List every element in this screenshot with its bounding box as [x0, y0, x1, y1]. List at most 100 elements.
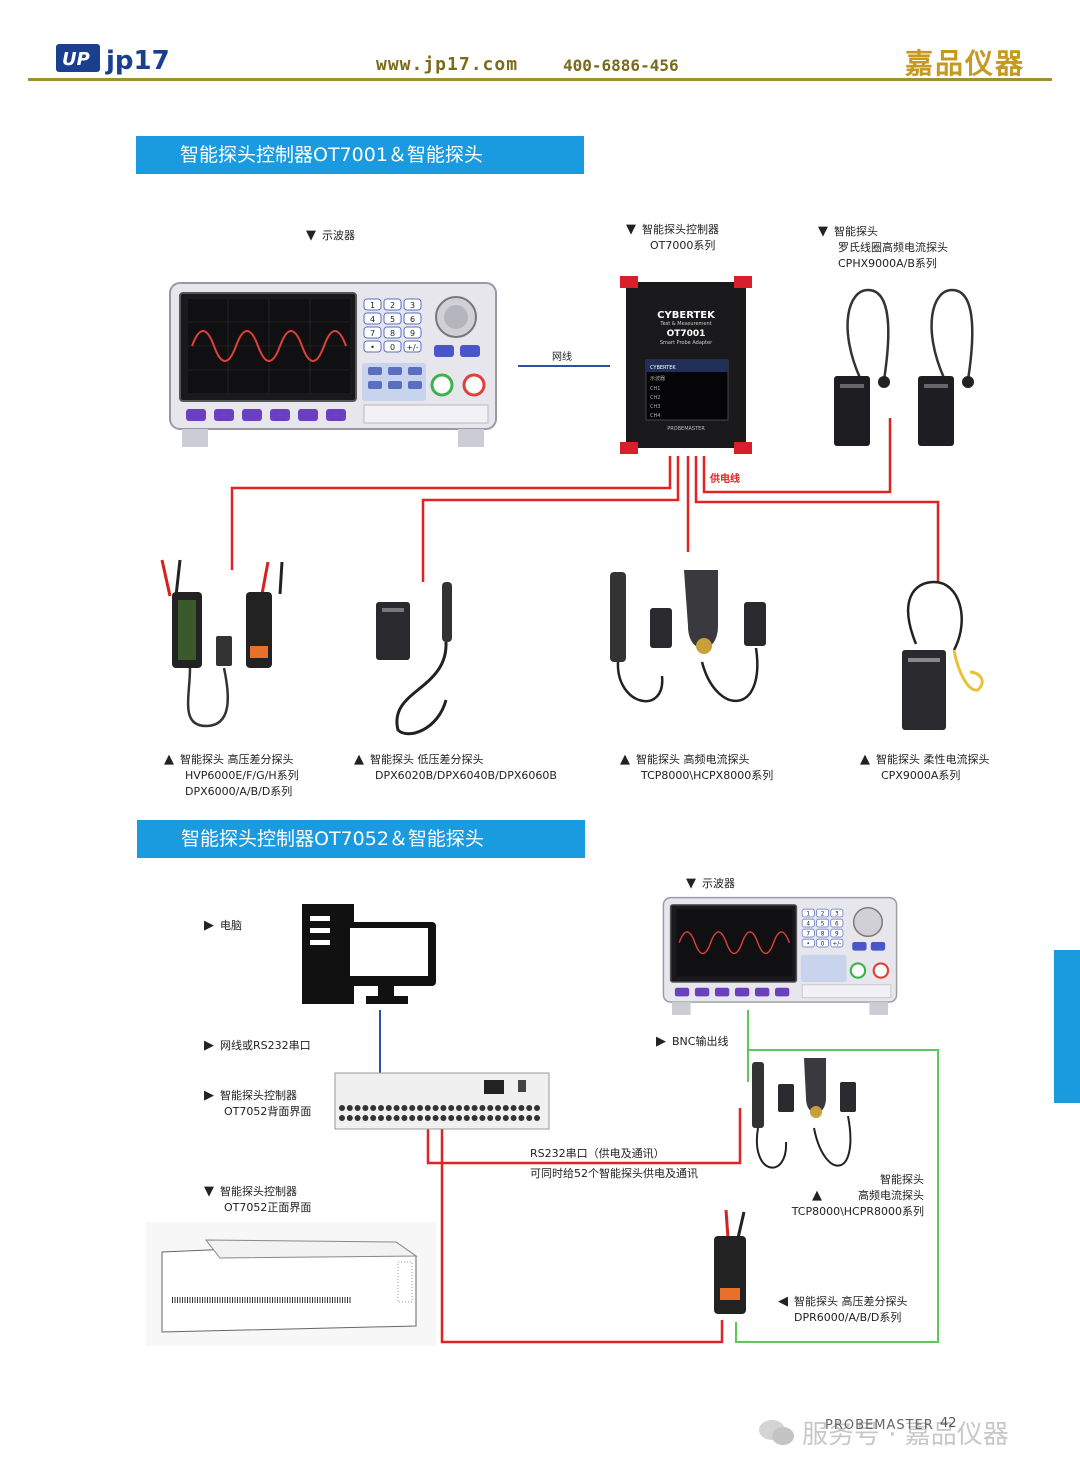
svg-text:示波器: 示波器 — [650, 375, 665, 382]
probe-port — [401, 1105, 408, 1111]
keypad-key-label: • — [807, 942, 810, 948]
probe-port — [362, 1115, 369, 1121]
keypad-key — [363, 326, 382, 339]
probe-port — [432, 1115, 439, 1121]
cphx-rogowski-probes — [828, 288, 998, 456]
keypad-key-label: 8 — [821, 932, 825, 938]
keypad-key — [403, 326, 422, 339]
keypad-key — [816, 918, 829, 928]
probe-port — [526, 1105, 533, 1111]
keypad-key — [383, 340, 402, 353]
keypad-key-label: 2 — [390, 301, 395, 310]
probe-port — [471, 1105, 478, 1111]
side-page-tab — [1054, 950, 1080, 1103]
rs232-line-hv — [440, 1100, 724, 1344]
probe-port — [339, 1115, 345, 1121]
keypad-key-label: 0 — [390, 343, 395, 352]
svg-text:CYBERTEK: CYBERTEK — [657, 310, 716, 321]
probe-port — [370, 1105, 377, 1111]
svg-text:CH2: CH2 — [650, 395, 660, 401]
probe-port — [463, 1105, 470, 1111]
probe-port — [495, 1115, 501, 1121]
power-line-label: 供电线 — [709, 472, 740, 485]
section1-title: 智能探头控制器OT7001＆智能探头 — [136, 136, 584, 174]
probe-port — [354, 1105, 361, 1111]
keypad-key — [403, 340, 422, 353]
page-number: 42 — [940, 1416, 957, 1431]
probe-port — [510, 1115, 517, 1121]
probe-port — [534, 1105, 540, 1111]
keypad-key-label: 9 — [410, 329, 415, 338]
keypad-key-label: +/- — [406, 343, 418, 352]
probe-port — [432, 1105, 439, 1111]
net-rs232-label: ▶网线或RS232串口 — [204, 1038, 311, 1053]
osc-label: ▼示波器 — [306, 228, 355, 243]
dpx-probe-image — [368, 580, 468, 744]
probe-port — [487, 1115, 494, 1121]
probe-port — [479, 1105, 486, 1111]
probe-port — [385, 1105, 392, 1111]
svg-text:CH3: CH3 — [650, 404, 660, 410]
power-line-dpx — [421, 456, 680, 582]
probe-port — [409, 1105, 416, 1111]
keypad-key-label: 7 — [370, 329, 375, 338]
svg-text:Test & Measurement: Test & Measurement — [659, 321, 711, 327]
keypad-key-label: 0 — [821, 942, 825, 948]
keypad-key — [801, 928, 815, 938]
keypad-key-label: 3 — [835, 912, 839, 918]
cpx-probe-image — [898, 580, 990, 738]
probe-port — [479, 1115, 486, 1121]
probe-port — [518, 1115, 525, 1121]
svg-text:CH4: CH4 — [650, 413, 660, 419]
probe-port — [346, 1105, 353, 1111]
keypad-key — [383, 312, 402, 325]
osc2-label: ▼示波器 — [686, 876, 735, 891]
probe-port — [471, 1115, 478, 1121]
svg-text:Smart Probe Adapter: Smart Probe Adapter — [660, 340, 713, 346]
header-phone: 400-6886-456 — [563, 56, 679, 75]
header-brand: 嘉品仪器 — [905, 47, 1026, 80]
keypad-key — [830, 918, 844, 928]
keypad-key-label: 9 — [835, 932, 839, 938]
keypad-key — [801, 908, 815, 918]
header-url[interactable]: www.jp17.com — [376, 54, 519, 75]
ot7001-controller: CYBERTEK Test & Measurement OT7001 Smart… — [620, 276, 752, 454]
probe-port — [393, 1105, 400, 1111]
computer-icon — [302, 904, 438, 1010]
rs232-capacity-label: 可同时给52个智能探头供电及通讯 — [530, 1167, 698, 1180]
keypad-key-label: 3 — [410, 301, 415, 310]
probe-label-dpx: ▲智能探头 低压差分探头 DPX6020B/DPX6040B/DPX6060B — [354, 752, 557, 782]
probe-port — [339, 1105, 345, 1111]
ot7052-front-panel — [146, 1222, 436, 1346]
probe-port — [393, 1115, 400, 1121]
keypad-key — [816, 928, 829, 938]
probe-port — [456, 1105, 462, 1111]
rear-panel-label: ▶智能探头控制器 OT7052背面界面 — [204, 1088, 312, 1118]
probemaster-footer: PROBEMASTER — [825, 1418, 934, 1433]
svg-text:CYBERTEK: CYBERTEK — [650, 365, 676, 371]
hvp-probe-image — [150, 556, 300, 736]
svg-text:UP: UP — [62, 49, 90, 70]
waveform-2 — [678, 931, 790, 955]
company-logo: UP jp17 — [56, 42, 186, 76]
probe-port — [401, 1115, 408, 1121]
network-line-label: 网线 — [552, 350, 572, 363]
probe-port — [417, 1115, 423, 1121]
waveform-1 — [191, 330, 347, 362]
keypad-key-label: 6 — [410, 315, 415, 324]
wechat-icon — [757, 1418, 795, 1446]
probe-port — [440, 1105, 447, 1111]
keypad-key — [801, 918, 815, 928]
bnc-label: ▶BNC输出线 — [656, 1034, 729, 1049]
bnc-output-line — [735, 1010, 939, 1343]
keypad-key — [830, 938, 844, 948]
keypad-key-label: • — [370, 343, 375, 352]
keypad-key-label: 2 — [821, 912, 825, 918]
keypad-key-label: 4 — [370, 315, 375, 324]
keypad-key — [363, 312, 382, 325]
power-line-hvp — [230, 456, 672, 570]
keypad-key-label: 4 — [806, 922, 810, 928]
svg-text:CH1: CH1 — [650, 386, 660, 392]
hv-diff-probe-image — [708, 1208, 758, 1326]
